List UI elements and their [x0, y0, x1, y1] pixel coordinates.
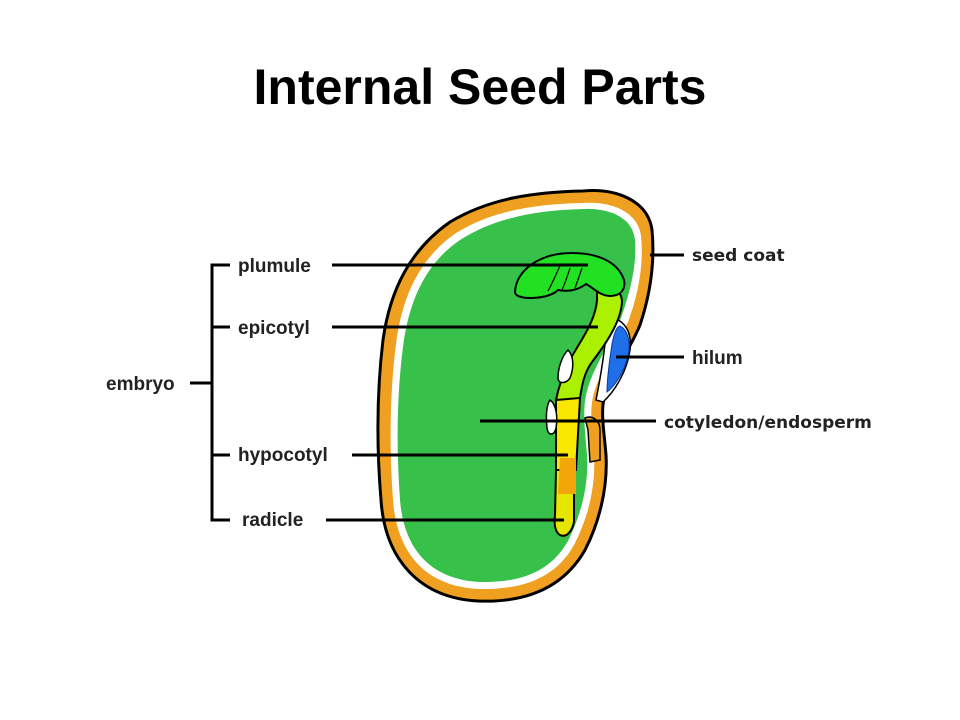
seed-coat-label: seed coat	[692, 246, 785, 266]
plumule-veins	[547, 265, 583, 292]
embryo-label: embryo	[106, 374, 175, 395]
axis-cavity-lower	[545, 398, 558, 435]
hilum-label: hilum	[692, 348, 743, 369]
plumule-label: plumule	[238, 256, 311, 277]
epicotyl-label: epicotyl	[238, 318, 310, 339]
axis-cavity-upper	[557, 348, 574, 384]
cotyledon-label: cotyledon/endosperm	[664, 413, 872, 433]
radicle-label: radicle	[242, 510, 303, 531]
hilum-shape	[606, 325, 630, 394]
seed-coat-stub	[584, 416, 601, 463]
hypocotyl-band	[558, 458, 576, 494]
hypocotyl-label: hypocotyl	[238, 445, 328, 466]
slide-title: Internal Seed Parts	[253, 59, 707, 115]
embryo-bracket	[190, 263, 230, 522]
